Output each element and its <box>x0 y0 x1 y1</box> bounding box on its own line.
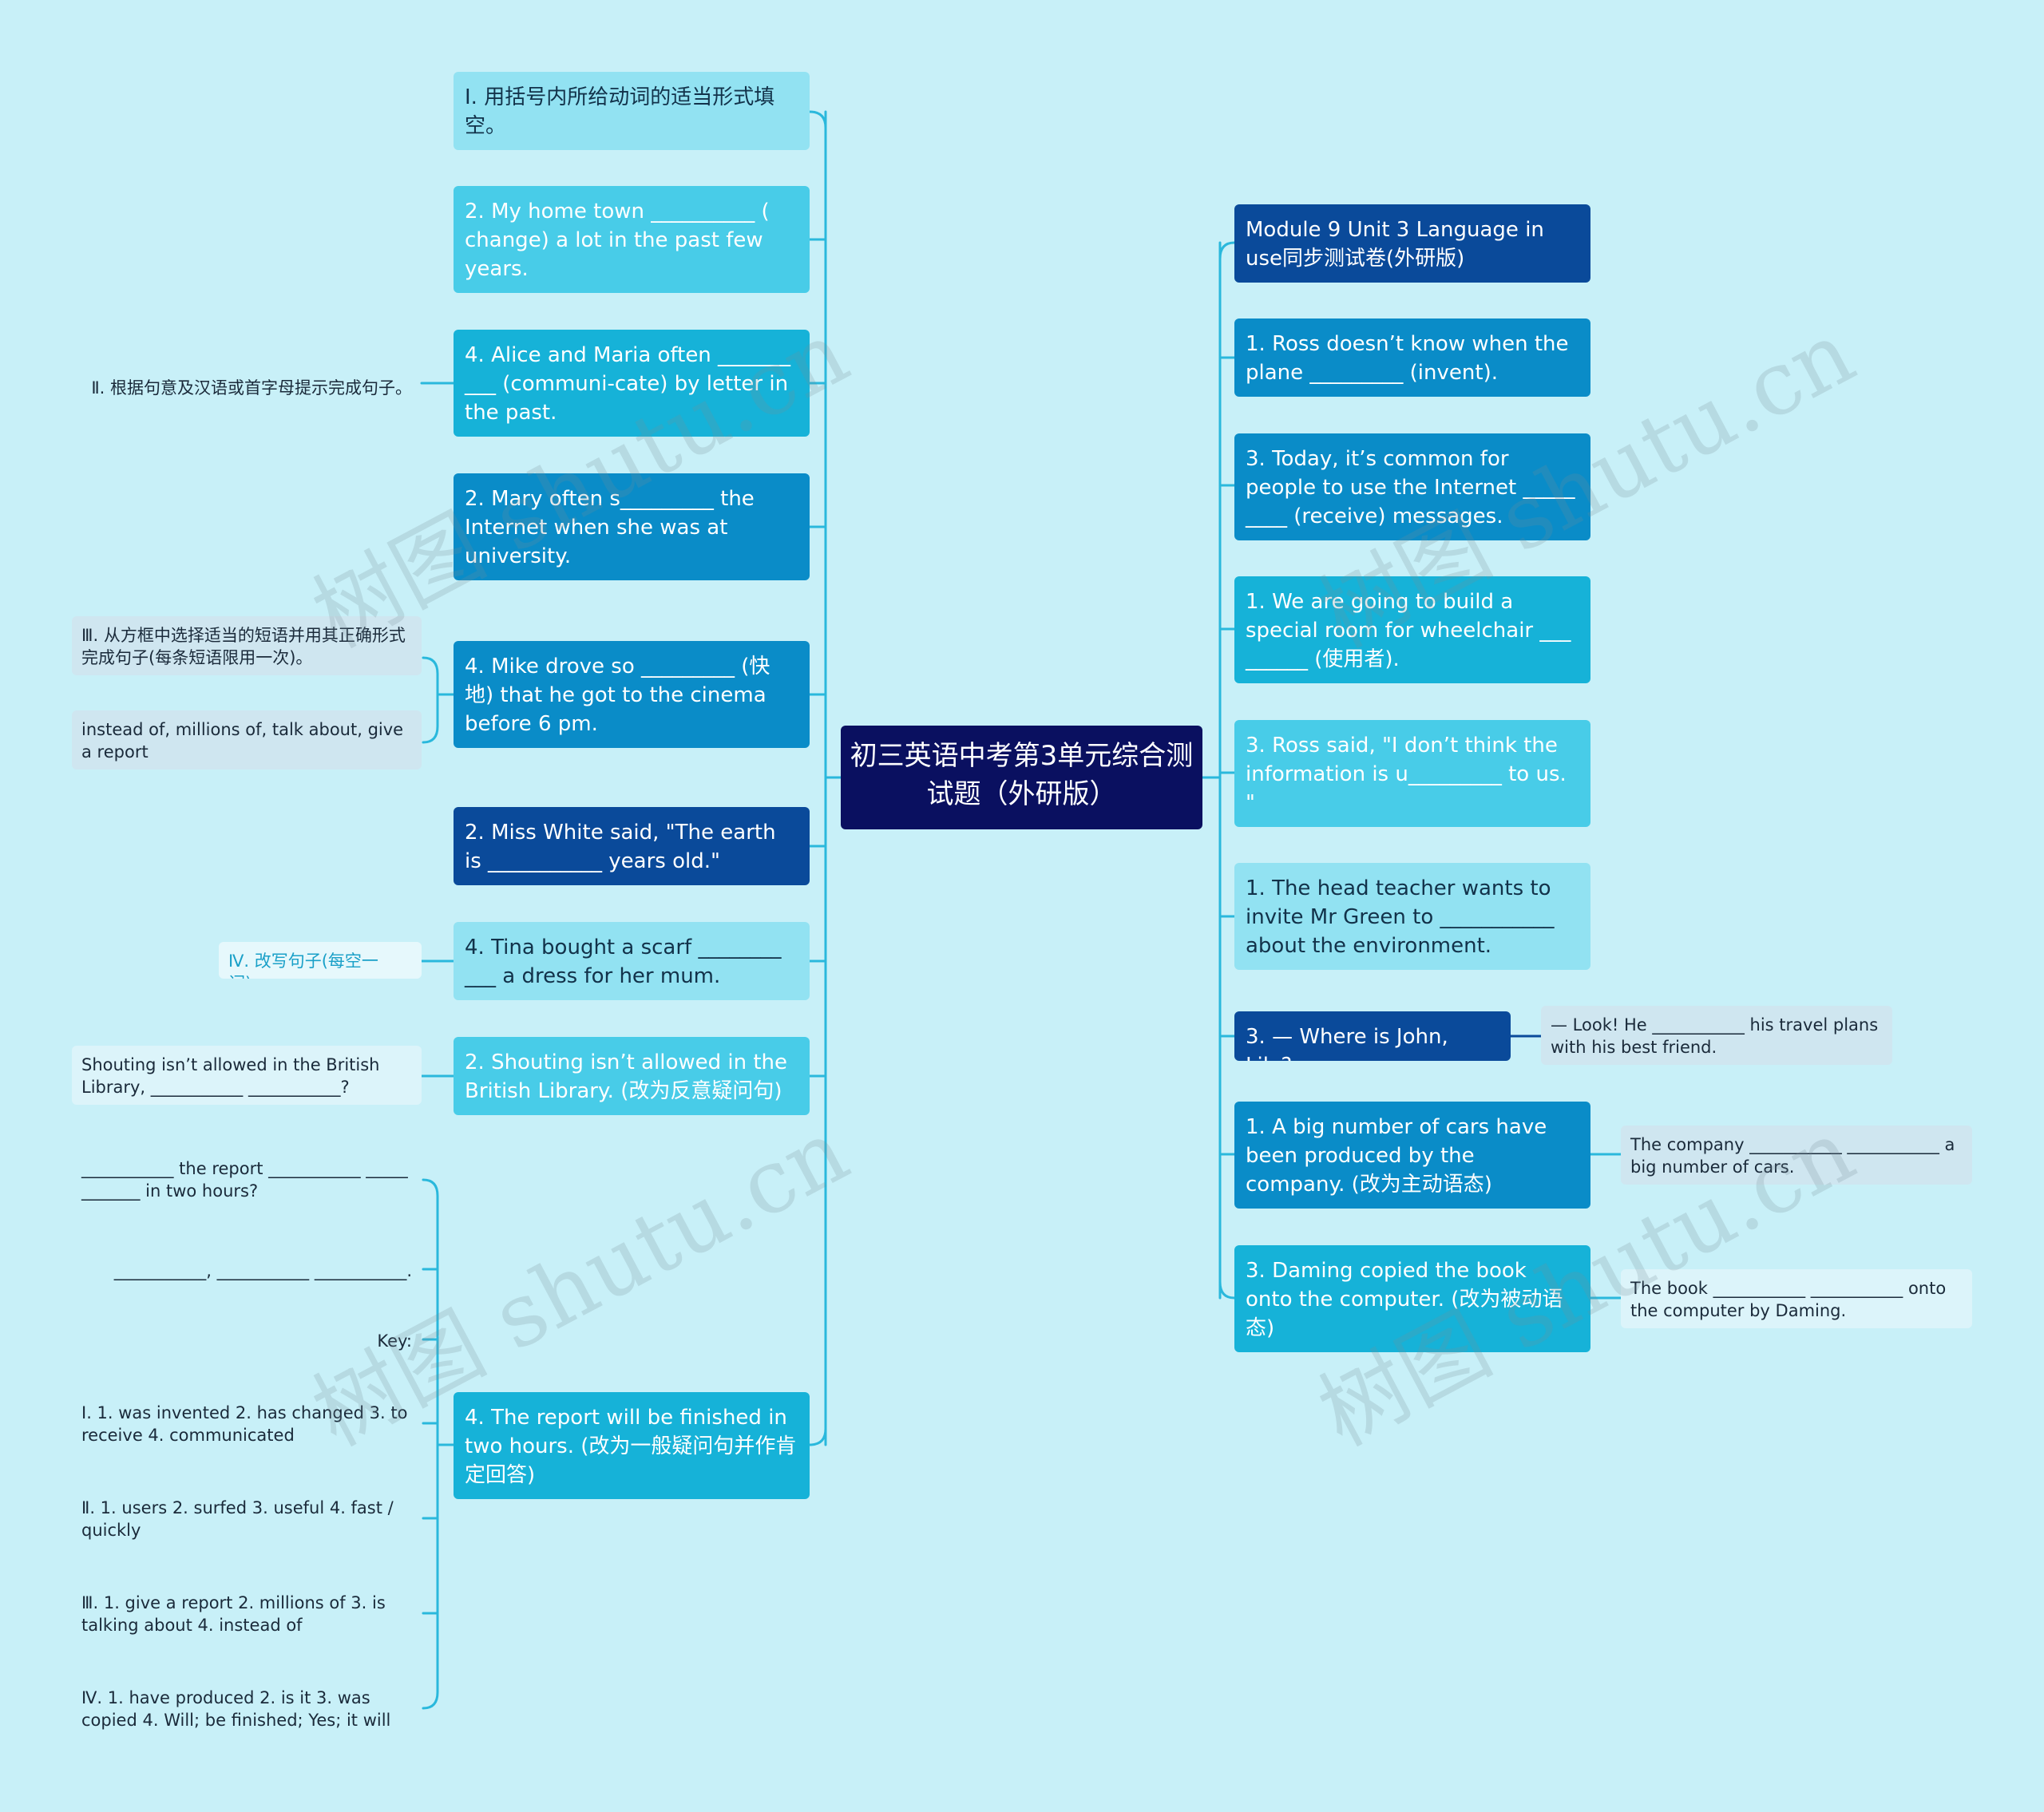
leaf-rl1[interactable]: — Look! He ___________ his travel plans … <box>1541 1006 1892 1065</box>
connector-r9 <box>1218 1280 1236 1300</box>
connector-ll2-bracket <box>422 656 439 744</box>
node-r8[interactable]: 1. A big number of cars have been produc… <box>1234 1102 1590 1209</box>
leaf-ll10[interactable]: Ⅱ. 1. users 2. surfed 3. useful 4. fast … <box>81 1498 399 1540</box>
connector-l1 <box>808 110 827 129</box>
node-l8[interactable]: 2. Shouting isn’t allowed in the British… <box>454 1037 810 1115</box>
node-r5[interactable]: 3. Ross said, "I don’t think the informa… <box>1234 720 1590 827</box>
leaf-ll6[interactable]: ___________ the report ___________ _____… <box>81 1159 414 1201</box>
node-r7[interactable]: 3. — Where is John, Lily? <box>1234 1011 1511 1061</box>
node-l5[interactable]: 4. Mike drove so _________ (快地) that he … <box>454 641 810 748</box>
connector-r1 <box>1218 241 1236 260</box>
connector-l9 <box>808 1427 827 1446</box>
leaf-rl3[interactable]: The book ___________ ___________ onto th… <box>1621 1269 1972 1328</box>
leaf-ll11[interactable]: Ⅲ. 1. give a report 2. millions of 3. is… <box>81 1593 391 1635</box>
node-r6[interactable]: 1. The head teacher wants to invite Mr G… <box>1234 863 1590 970</box>
node-l3[interactable]: 4. Alice and Maria often _______ ___ (co… <box>454 330 810 437</box>
leaf-ll4[interactable]: Ⅳ. 改写句子(每空一词)。 <box>219 942 422 979</box>
node-r1[interactable]: Module 9 Unit 3 Language in use同步测试卷(外研版… <box>1234 204 1590 283</box>
leaf-ll1[interactable]: Ⅱ. 根据句意及汉语或首字母提示完成句子。 <box>91 378 412 398</box>
node-r3[interactable]: 3. Today, it’s common for people to use … <box>1234 433 1590 540</box>
node-r2[interactable]: 1. Ross doesn’t know when the plane ____… <box>1234 318 1590 397</box>
leaf-ll3[interactable]: instead of, millions of, talk about, giv… <box>72 710 422 770</box>
leaf-ll9[interactable]: Ⅰ. 1. was invented 2. has changed 3. to … <box>81 1403 414 1445</box>
leaf-ll5[interactable]: Shouting isn’t allowed in the British Li… <box>72 1046 422 1105</box>
connector-ll6-bracket <box>422 1178 439 1710</box>
root-node[interactable]: 初三英语中考第3单元综合测试题（外研版） <box>841 726 1202 829</box>
leaf-ll2[interactable]: Ⅲ. 从方框中选择适当的短语并用其正确形式完成句子(每条短语限用一次)。 <box>72 616 422 675</box>
node-l2[interactable]: 2. My home town __________ ( change) a l… <box>454 186 810 293</box>
leaf-ll8[interactable]: Key: <box>377 1331 412 1351</box>
node-l7[interactable]: 4. Tina bought a scarf ________ ___ a dr… <box>454 922 810 1000</box>
node-r4[interactable]: 1. We are going to build a special room … <box>1234 576 1590 683</box>
leaf-ll12[interactable]: Ⅳ. 1. have produced 2. is it 3. was copi… <box>81 1688 391 1730</box>
node-l4[interactable]: 2. Mary often s_________ the Internet wh… <box>454 473 810 580</box>
node-l6[interactable]: 2. Miss White said, "The earth is ______… <box>454 807 810 885</box>
node-l1[interactable]: Ⅰ. 用括号内所给动词的适当形式填空。 <box>454 72 810 150</box>
node-l9[interactable]: 4. The report will be finished in two ho… <box>454 1392 810 1499</box>
node-r9[interactable]: 3. Daming copied the book onto the compu… <box>1234 1245 1590 1352</box>
leaf-ll7[interactable]: ___________, ___________ ___________. <box>113 1261 412 1280</box>
leaf-rl2[interactable]: The company ___________ ___________ a bi… <box>1621 1126 1972 1185</box>
